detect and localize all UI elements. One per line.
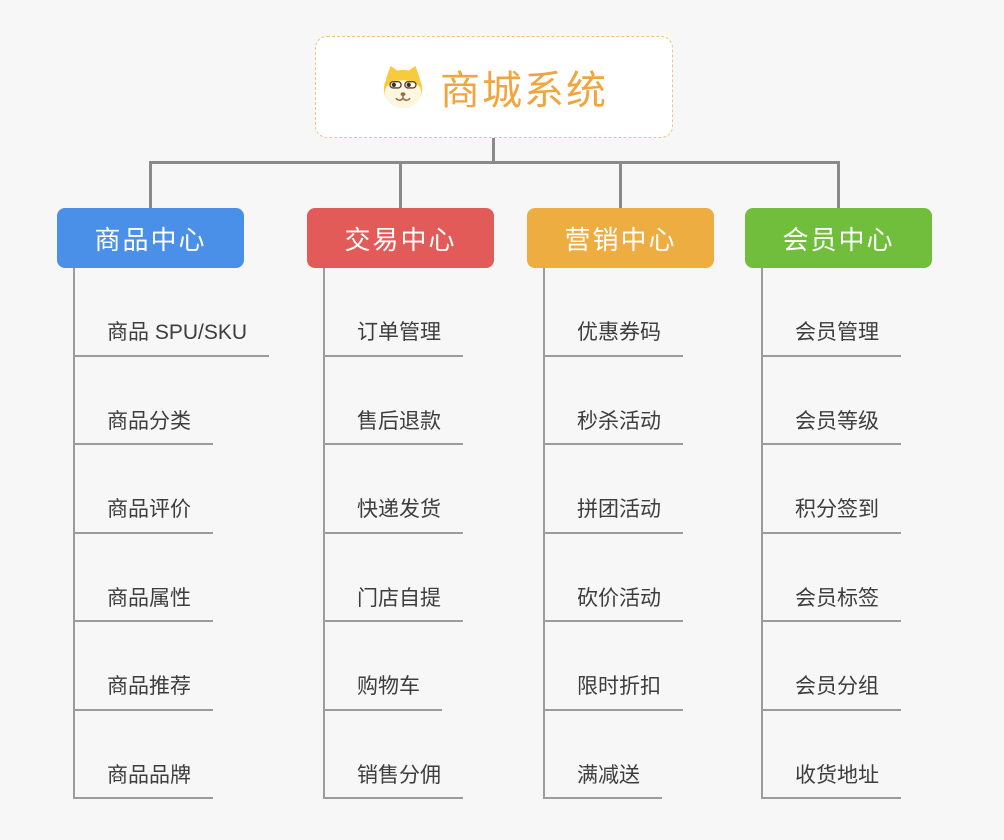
leaf-node[interactable]: 秒杀活动	[543, 408, 683, 445]
leaf-node[interactable]: 砍价活动	[543, 585, 683, 622]
leaf-node[interactable]: 会员标签	[761, 585, 901, 622]
leaf-node[interactable]: 商品 SPU/SKU	[73, 319, 270, 357]
branch-product-center: 商品中心 商品 SPU/SKU 商品分类 商品评价 商品属性 商品推荐 商品品牌	[57, 208, 270, 799]
connector-horizontal	[149, 161, 840, 164]
leaf-node[interactable]: 满减送	[543, 762, 662, 799]
leaf-node[interactable]: 限时折扣	[543, 673, 683, 711]
branch-node-product-center[interactable]: 商品中心	[57, 208, 244, 268]
leaf-node[interactable]: 商品评价	[73, 496, 213, 534]
leaf-node[interactable]: 商品属性	[73, 585, 213, 622]
leaf-node[interactable]: 优惠券码	[543, 319, 683, 357]
leaf-node[interactable]: 会员等级	[761, 408, 901, 445]
leaf-node[interactable]: 购物车	[323, 673, 442, 711]
root-node[interactable]: 商城系统	[315, 36, 673, 138]
dog-face-icon	[383, 65, 423, 109]
connector-trunk	[323, 268, 325, 799]
root-title: 商城系统	[440, 69, 608, 113]
leaf-node[interactable]: 拼团活动	[543, 496, 683, 534]
leaf-node[interactable]: 收货地址	[761, 762, 901, 799]
branch-node-member-center[interactable]: 会员中心	[745, 208, 932, 268]
leaf-node[interactable]: 快递发货	[323, 496, 463, 534]
connector-root-stub	[492, 138, 495, 163]
leaf-node[interactable]: 商品品牌	[73, 762, 213, 799]
branch-node-marketing-center[interactable]: 营销中心	[527, 208, 714, 268]
connector-trunk	[761, 268, 763, 799]
branch-node-trade-center[interactable]: 交易中心	[307, 208, 494, 268]
leaf-node[interactable]: 商品分类	[73, 408, 213, 445]
connector-drop-1	[149, 161, 152, 208]
branch-children: 订单管理 售后退款 快递发货 门店自提 购物车 销售分佣	[323, 268, 545, 799]
connector-drop-2	[399, 161, 402, 208]
branch-children: 优惠券码 秒杀活动 拼团活动 砍价活动 限时折扣 满减送	[543, 268, 765, 799]
connector-drop-3	[619, 161, 622, 208]
leaf-node[interactable]: 积分签到	[761, 496, 901, 534]
connector-trunk	[73, 268, 75, 799]
branch-member-center: 会员中心 会员管理 会员等级 积分签到 会员标签 会员分组 收货地址	[745, 208, 932, 799]
connector-trunk	[543, 268, 545, 799]
leaf-node[interactable]: 会员分组	[761, 673, 901, 711]
branch-children: 商品 SPU/SKU 商品分类 商品评价 商品属性 商品推荐 商品品牌	[73, 268, 295, 799]
leaf-node[interactable]: 商品推荐	[73, 673, 213, 711]
leaf-node[interactable]: 会员管理	[761, 319, 901, 357]
leaf-node[interactable]: 销售分佣	[323, 762, 463, 799]
branch-marketing-center: 营销中心 优惠券码 秒杀活动 拼团活动 砍价活动 限时折扣 满减送	[527, 208, 714, 799]
branch-children: 会员管理 会员等级 积分签到 会员标签 会员分组 收货地址	[761, 268, 983, 799]
leaf-node[interactable]: 门店自提	[323, 585, 463, 622]
connector-drop-4	[837, 161, 840, 208]
branch-trade-center: 交易中心 订单管理 售后退款 快递发货 门店自提 购物车 销售分佣	[307, 208, 494, 799]
leaf-node[interactable]: 售后退款	[323, 408, 463, 445]
leaf-node[interactable]: 订单管理	[323, 319, 463, 357]
